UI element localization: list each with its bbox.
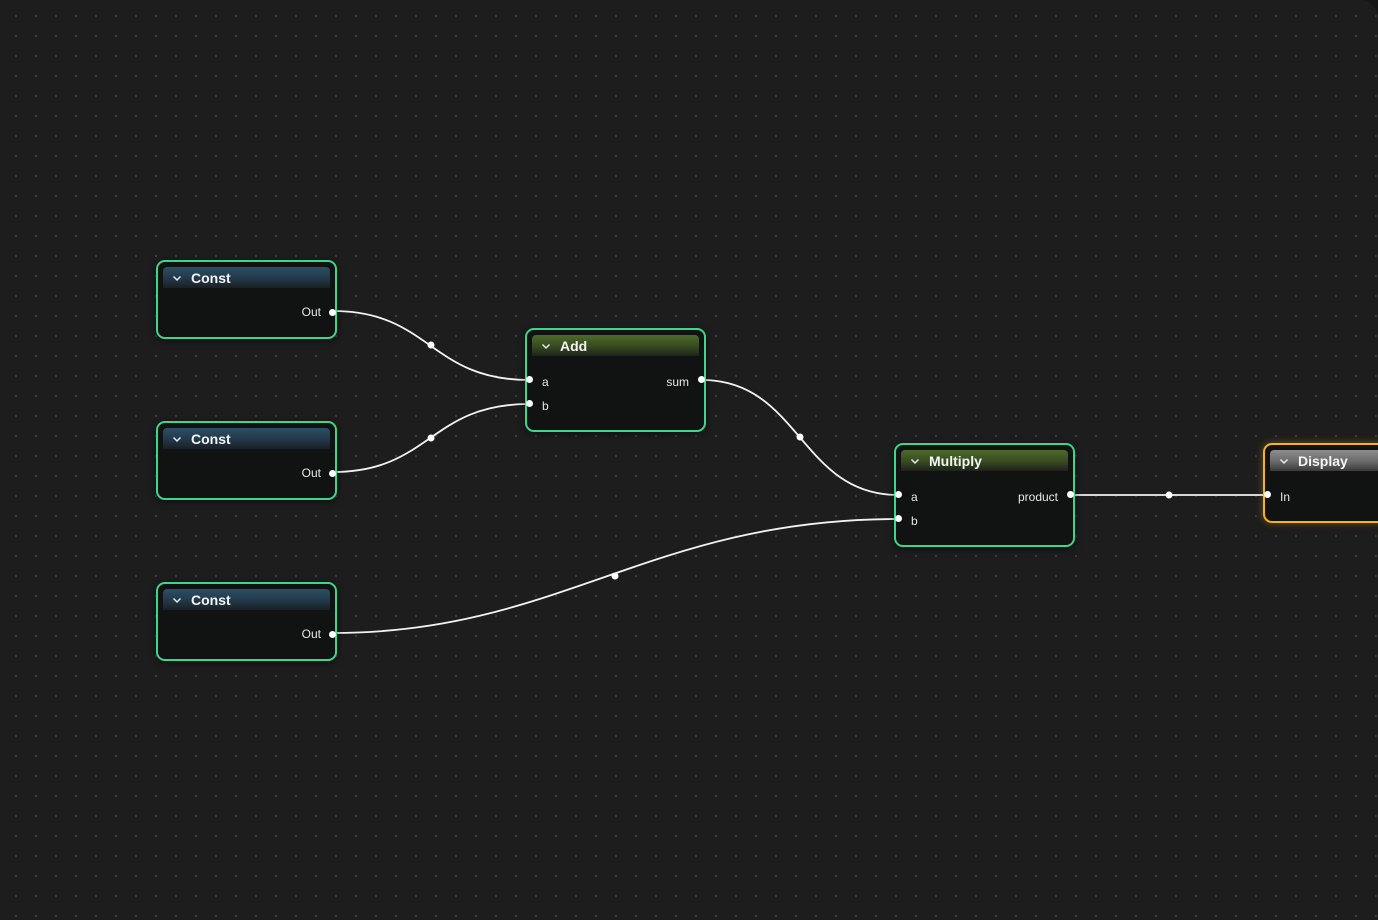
output-port[interactable] [329, 309, 336, 316]
output-port-label: sum [666, 375, 689, 389]
node-title: Const [191, 430, 231, 447]
node-header[interactable]: Display [1270, 450, 1378, 471]
chevron-down-icon[interactable] [909, 455, 921, 467]
wire-midpoint-handle[interactable] [796, 433, 804, 441]
input-port-b[interactable] [526, 400, 533, 407]
input-port-b[interactable] [895, 515, 902, 522]
node-title: Multiply [929, 452, 982, 469]
output-port-label: Out [301, 305, 321, 319]
input-port-a[interactable] [895, 491, 902, 498]
display-node[interactable]: Display In [1263, 443, 1378, 523]
chevron-down-icon[interactable] [171, 272, 183, 284]
input-port-label: In [1280, 490, 1291, 504]
output-port-label: product [1017, 490, 1058, 504]
connection-const3-to-multiply-b[interactable] [332, 518, 899, 634]
node-title: Const [191, 269, 231, 286]
node-header[interactable]: Multiply [901, 450, 1068, 471]
multiply-node[interactable]: Multiply a b product [894, 443, 1075, 547]
input-port-label: b [911, 514, 918, 528]
input-port-label: b [542, 399, 549, 413]
node-header[interactable]: Const [163, 589, 330, 610]
input-port-label: a [911, 490, 918, 504]
chevron-down-icon[interactable] [171, 594, 183, 606]
output-port[interactable] [329, 631, 336, 638]
output-port[interactable] [698, 376, 705, 383]
input-port-label: a [542, 375, 549, 389]
wire-midpoint-handle[interactable] [427, 341, 435, 349]
node-title: Display [1298, 452, 1348, 469]
output-port[interactable] [329, 470, 336, 477]
output-port-label: Out [301, 466, 321, 480]
chevron-down-icon[interactable] [171, 433, 183, 445]
input-port-in[interactable] [1264, 491, 1271, 498]
node-header[interactable]: Const [163, 267, 330, 288]
const-node[interactable]: Const Out [156, 260, 337, 339]
output-port[interactable] [1067, 491, 1074, 498]
output-port-label: Out [301, 627, 321, 641]
input-port-a[interactable] [526, 376, 533, 383]
const-node[interactable]: Const Out [156, 582, 337, 661]
node-title: Add [560, 337, 588, 354]
chevron-down-icon[interactable] [540, 340, 552, 352]
wire-midpoint-handle[interactable] [1165, 491, 1173, 499]
wire-midpoint-handle[interactable] [427, 434, 435, 442]
wire-midpoint-handle[interactable] [611, 572, 619, 580]
node-header[interactable]: Add [532, 335, 699, 356]
node-title: Const [191, 591, 231, 608]
node-header[interactable]: Const [163, 428, 330, 449]
add-node[interactable]: Add a b sum [525, 328, 706, 432]
chevron-down-icon[interactable] [1278, 455, 1290, 467]
const-node[interactable]: Const Out [156, 421, 337, 500]
